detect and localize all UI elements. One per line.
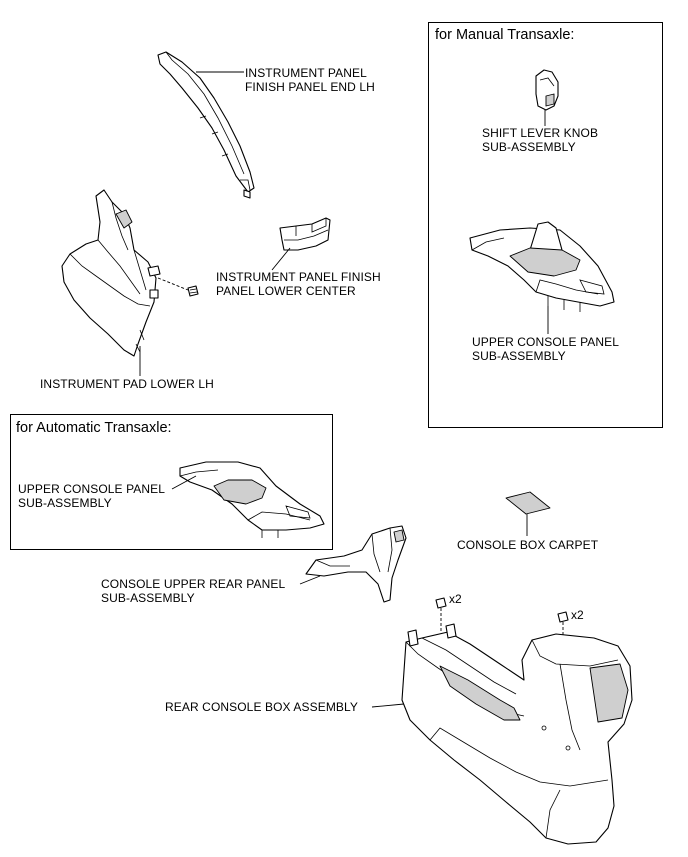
- label-console-carpet: CONSOLE BOX CARPET: [457, 538, 599, 552]
- shift-lever-knob: [535, 69, 559, 111]
- instrument-panel-finish-panel-lower-center: [279, 217, 331, 251]
- console-upper-rear-panel: [305, 525, 407, 603]
- leader-lines: [139, 71, 549, 708]
- quantity-left-bolts: x2: [449, 592, 462, 606]
- label-shift-knob-line2: SUB-ASSEMBLY: [482, 140, 576, 154]
- label-rear-console-box: REAR CONSOLE BOX ASSEMBLY: [165, 700, 359, 714]
- label-panel-end-lh-line2: FINISH PANEL END LH: [245, 80, 375, 94]
- quantity-right-bolts: x2: [571, 608, 584, 622]
- label-panel-end-lh-line1: INSTRUMENT PANEL: [245, 66, 367, 80]
- console-box-carpet: [505, 491, 551, 515]
- instrument-panel-finish-panel-end-lh: [157, 51, 255, 199]
- label-upper-console-mt-line2: SUB-ASSEMBLY: [472, 349, 566, 363]
- instrument-pad-lower-lh: [61, 189, 161, 357]
- label-upper-console-at-line1: UPPER CONSOLE PANEL: [18, 482, 166, 496]
- label-pad-lower-lh: INSTRUMENT PAD LOWER LH: [40, 377, 214, 391]
- label-upper-rear-panel-line1: CONSOLE UPPER REAR PANEL: [101, 577, 286, 591]
- label-shift-knob-line1: SHIFT LEVER KNOB: [482, 126, 599, 140]
- automatic-transaxle-frame: [10, 414, 333, 550]
- screw-icon: [157, 277, 199, 297]
- label-lower-center-line2: PANEL LOWER CENTER: [216, 284, 356, 298]
- label-upper-rear-panel-line2: SUB-ASSEMBLY: [101, 591, 195, 605]
- upper-console-panel-automatic: [179, 461, 325, 538]
- bolt-icon: [435, 597, 447, 632]
- rear-console-box-assembly: [401, 623, 633, 845]
- manual-transaxle-title: for Manual Transaxle:: [435, 27, 575, 43]
- label-upper-console-mt-line1: UPPER CONSOLE PANEL: [472, 335, 620, 349]
- label-upper-console-at-line2: SUB-ASSEMBLY: [18, 496, 112, 510]
- label-lower-center-line1: INSTRUMENT PANEL FINISH: [216, 270, 381, 284]
- manual-transaxle-frame: [428, 22, 663, 428]
- automatic-transaxle-title: for Automatic Transaxle:: [16, 420, 172, 436]
- upper-console-panel-manual: [469, 221, 615, 312]
